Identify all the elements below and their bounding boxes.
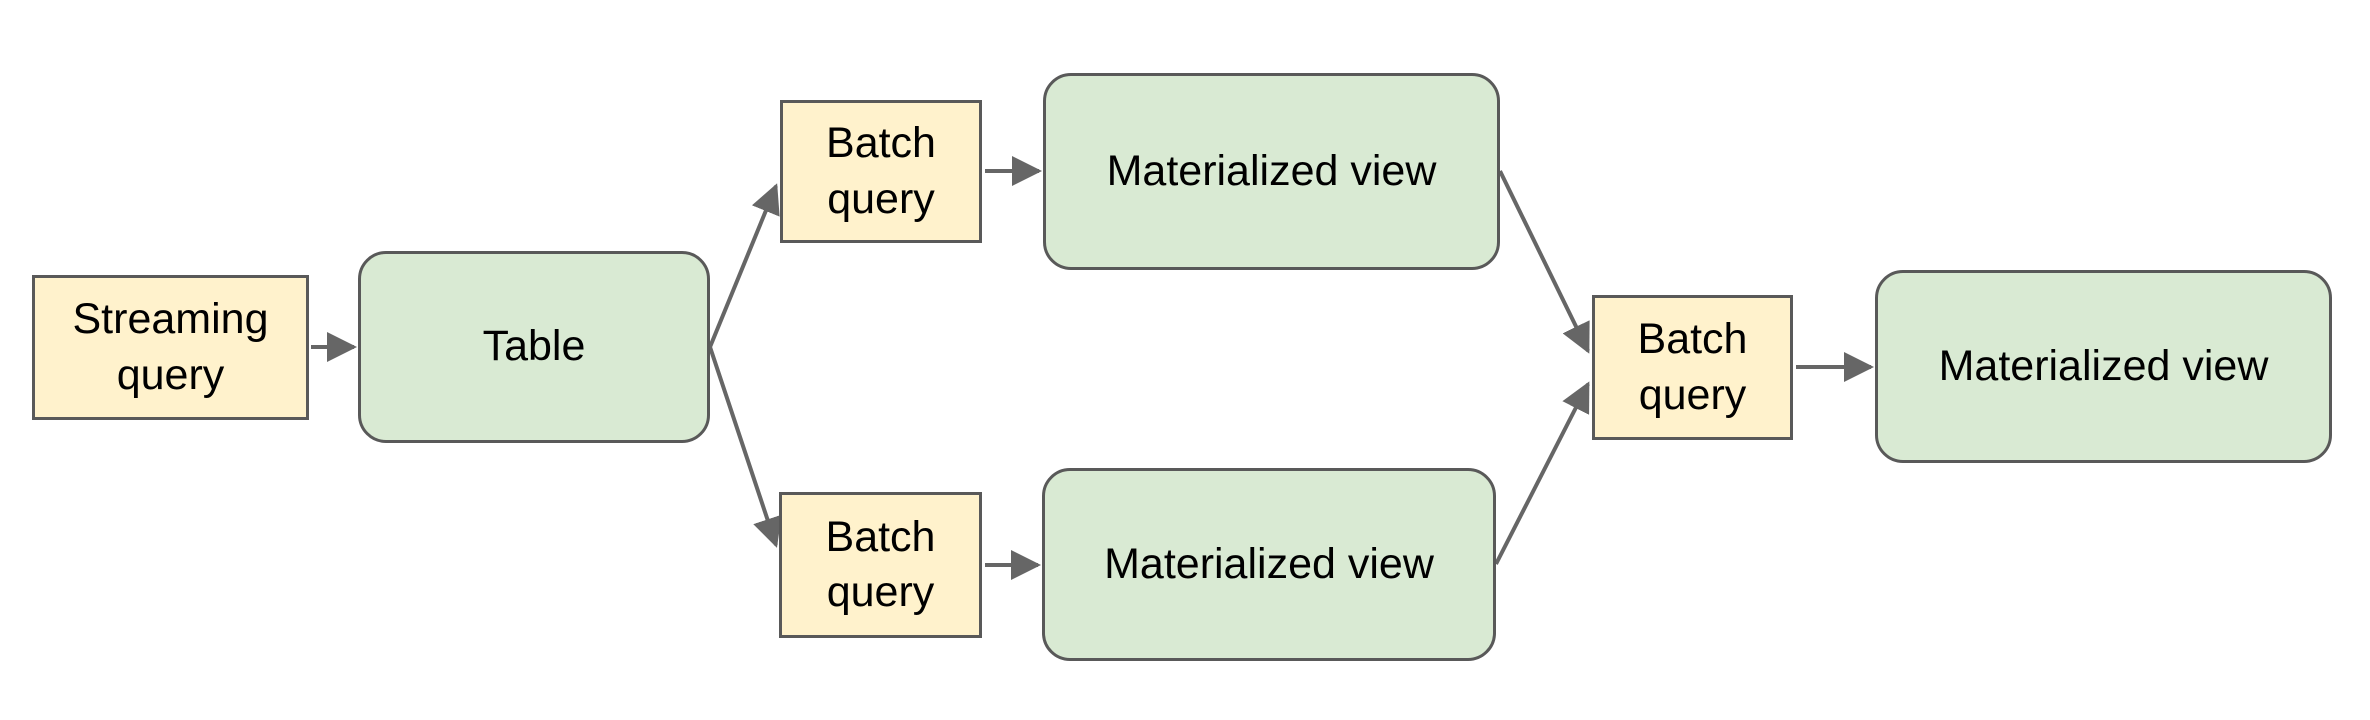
node-materialized-view-final: Materialized view bbox=[1875, 270, 2332, 463]
node-streaming-query: Streaming query bbox=[32, 275, 309, 420]
node-table: Table bbox=[358, 251, 710, 443]
node-batch-query-merge: Batch query bbox=[1592, 295, 1793, 440]
edge-table-to-batch-query-bottom bbox=[708, 346, 782, 548]
edge-materialized-view-top-to-batch-query-merge bbox=[1498, 170, 1590, 354]
edge-materialized-view-bottom-to-batch-query-merge bbox=[1494, 381, 1590, 565]
node-materialized-view-top: Materialized view bbox=[1043, 73, 1500, 270]
node-materialized-view-bottom: Materialized view bbox=[1042, 468, 1496, 661]
node-batch-query-bottom: Batch query bbox=[779, 492, 982, 638]
edge-table-to-batch-query-top bbox=[708, 183, 780, 348]
node-batch-query-top: Batch query bbox=[780, 100, 982, 243]
